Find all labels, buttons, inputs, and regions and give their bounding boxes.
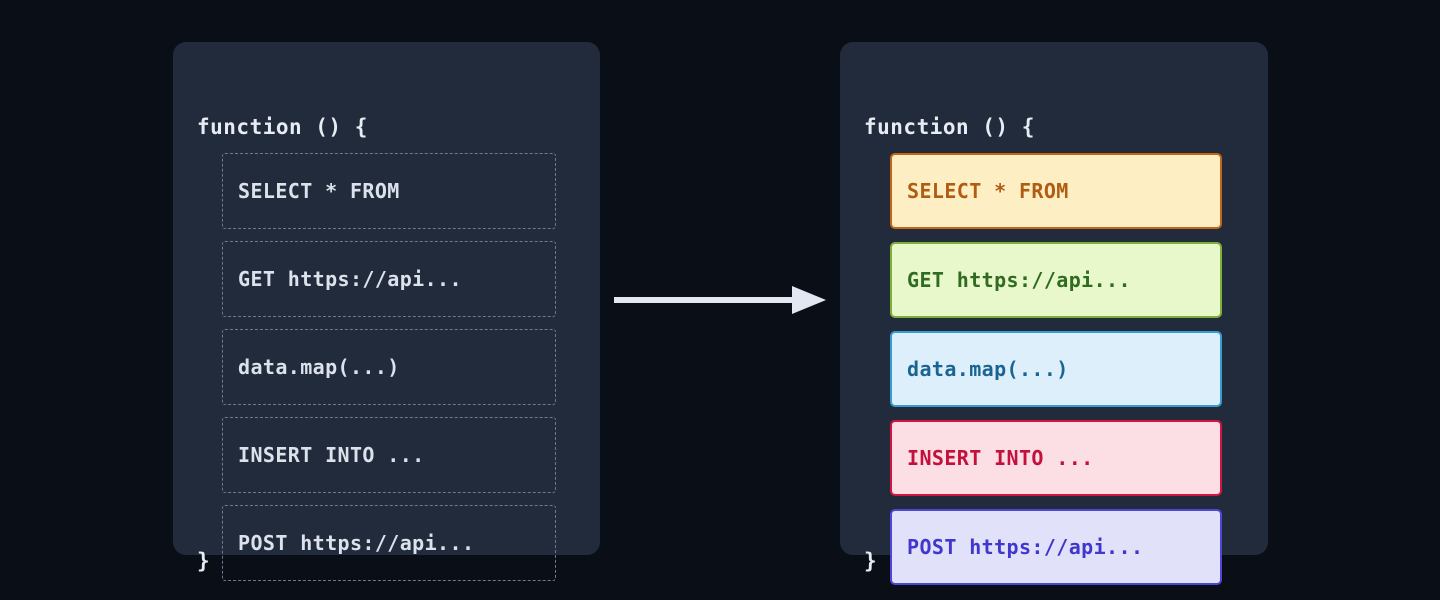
statement-item[interactable]: SELECT * FROM <box>222 153 556 229</box>
statement-label: GET https://api... <box>238 267 462 291</box>
statement-label: POST https://api... <box>238 531 475 555</box>
after-function-close: } <box>864 549 878 573</box>
statement-label: GET https://api... <box>907 268 1131 292</box>
statement-label: data.map(...) <box>238 355 400 379</box>
statement-item[interactable]: INSERT INTO ... <box>222 417 556 493</box>
before-panel: function () { SELECT * FROM GET https://… <box>173 42 600 581</box>
transformation-arrow <box>614 282 826 318</box>
statement-item-sql-insert[interactable]: INSERT INTO ... <box>890 420 1222 496</box>
statement-item[interactable]: POST https://api... <box>222 505 556 581</box>
statement-label: SELECT * FROM <box>907 179 1069 203</box>
statement-label: data.map(...) <box>907 357 1069 381</box>
arrow-right-icon <box>614 286 826 314</box>
after-function-open: function () { <box>864 115 1035 139</box>
statement-item-transform[interactable]: data.map(...) <box>890 331 1222 407</box>
statement-item-http-get[interactable]: GET https://api... <box>890 242 1222 318</box>
statement-item[interactable]: GET https://api... <box>222 241 556 317</box>
statement-label: INSERT INTO ... <box>238 443 425 467</box>
before-function-close: } <box>197 549 211 573</box>
statement-label: POST https://api... <box>907 535 1144 559</box>
statement-label: SELECT * FROM <box>238 179 400 203</box>
before-statement-list: SELECT * FROM GET https://api... data.ma… <box>222 153 556 581</box>
statement-item[interactable]: data.map(...) <box>222 329 556 405</box>
after-statement-list: SELECT * FROM GET https://api... data.ma… <box>890 153 1222 585</box>
before-function-open: function () { <box>197 115 368 139</box>
after-panel: function () { SELECT * FROM GET https://… <box>840 42 1268 585</box>
statement-item-http-post[interactable]: POST https://api... <box>890 509 1222 585</box>
statement-label: INSERT INTO ... <box>907 446 1094 470</box>
statement-item-sql-select[interactable]: SELECT * FROM <box>890 153 1222 229</box>
